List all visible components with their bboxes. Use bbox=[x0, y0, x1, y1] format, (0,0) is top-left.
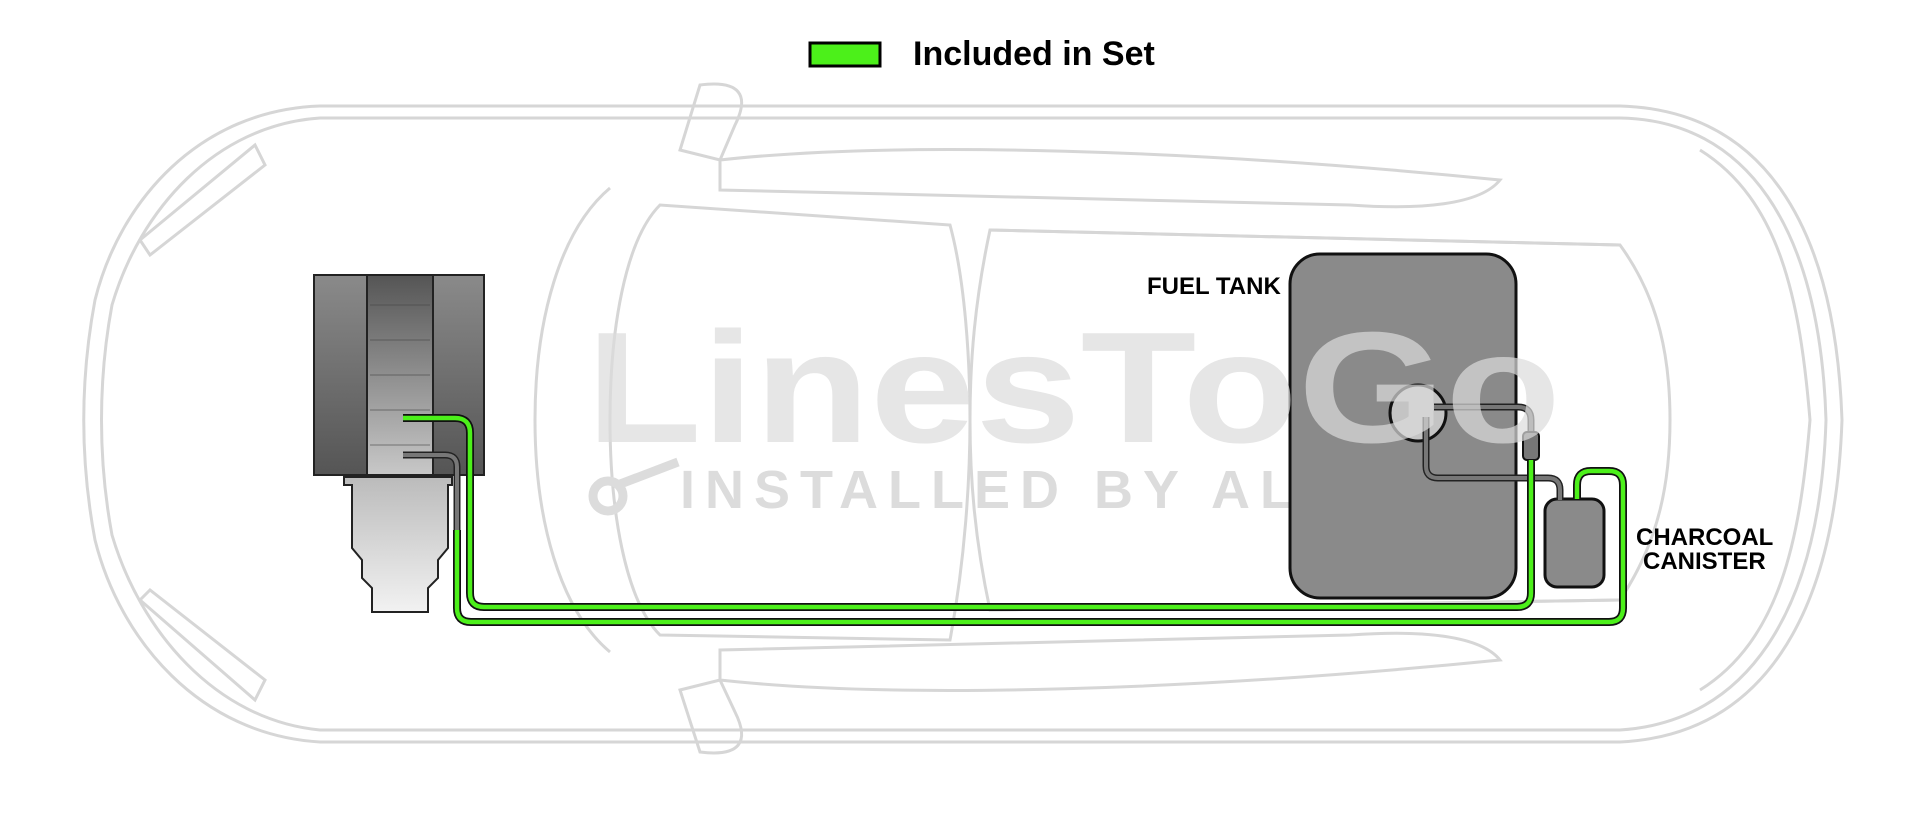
canister-purge-line bbox=[454, 468, 1626, 625]
canister-label-line1: CHARCOAL bbox=[1636, 524, 1773, 551]
engine bbox=[313, 274, 485, 613]
charcoal-canister: CHARCOAL CANISTER bbox=[1543, 497, 1773, 589]
fuel-tank-label: FUEL TANK bbox=[1147, 273, 1281, 300]
canister-label-line2: CANISTER bbox=[1643, 548, 1766, 575]
non-included-lines bbox=[403, 403, 1564, 530]
wrench-icon bbox=[588, 457, 680, 516]
watermark-brand: LinesToGo bbox=[586, 300, 1561, 476]
legend: Included in Set bbox=[808, 35, 1155, 73]
fuel-vapor-line bbox=[403, 415, 1534, 610]
fuel-tank: FUEL TANK bbox=[1147, 252, 1518, 600]
legend-label: Included in Set bbox=[913, 35, 1155, 73]
included-lines bbox=[403, 414, 1627, 626]
legend-swatch bbox=[808, 41, 882, 68]
throttle-body bbox=[343, 476, 453, 613]
watermark-tagline-group: INSTALLED BY AL bbox=[588, 457, 1303, 520]
fuel-pump bbox=[1388, 383, 1448, 443]
watermark-tagline: INSTALLED BY AL bbox=[680, 460, 1303, 520]
